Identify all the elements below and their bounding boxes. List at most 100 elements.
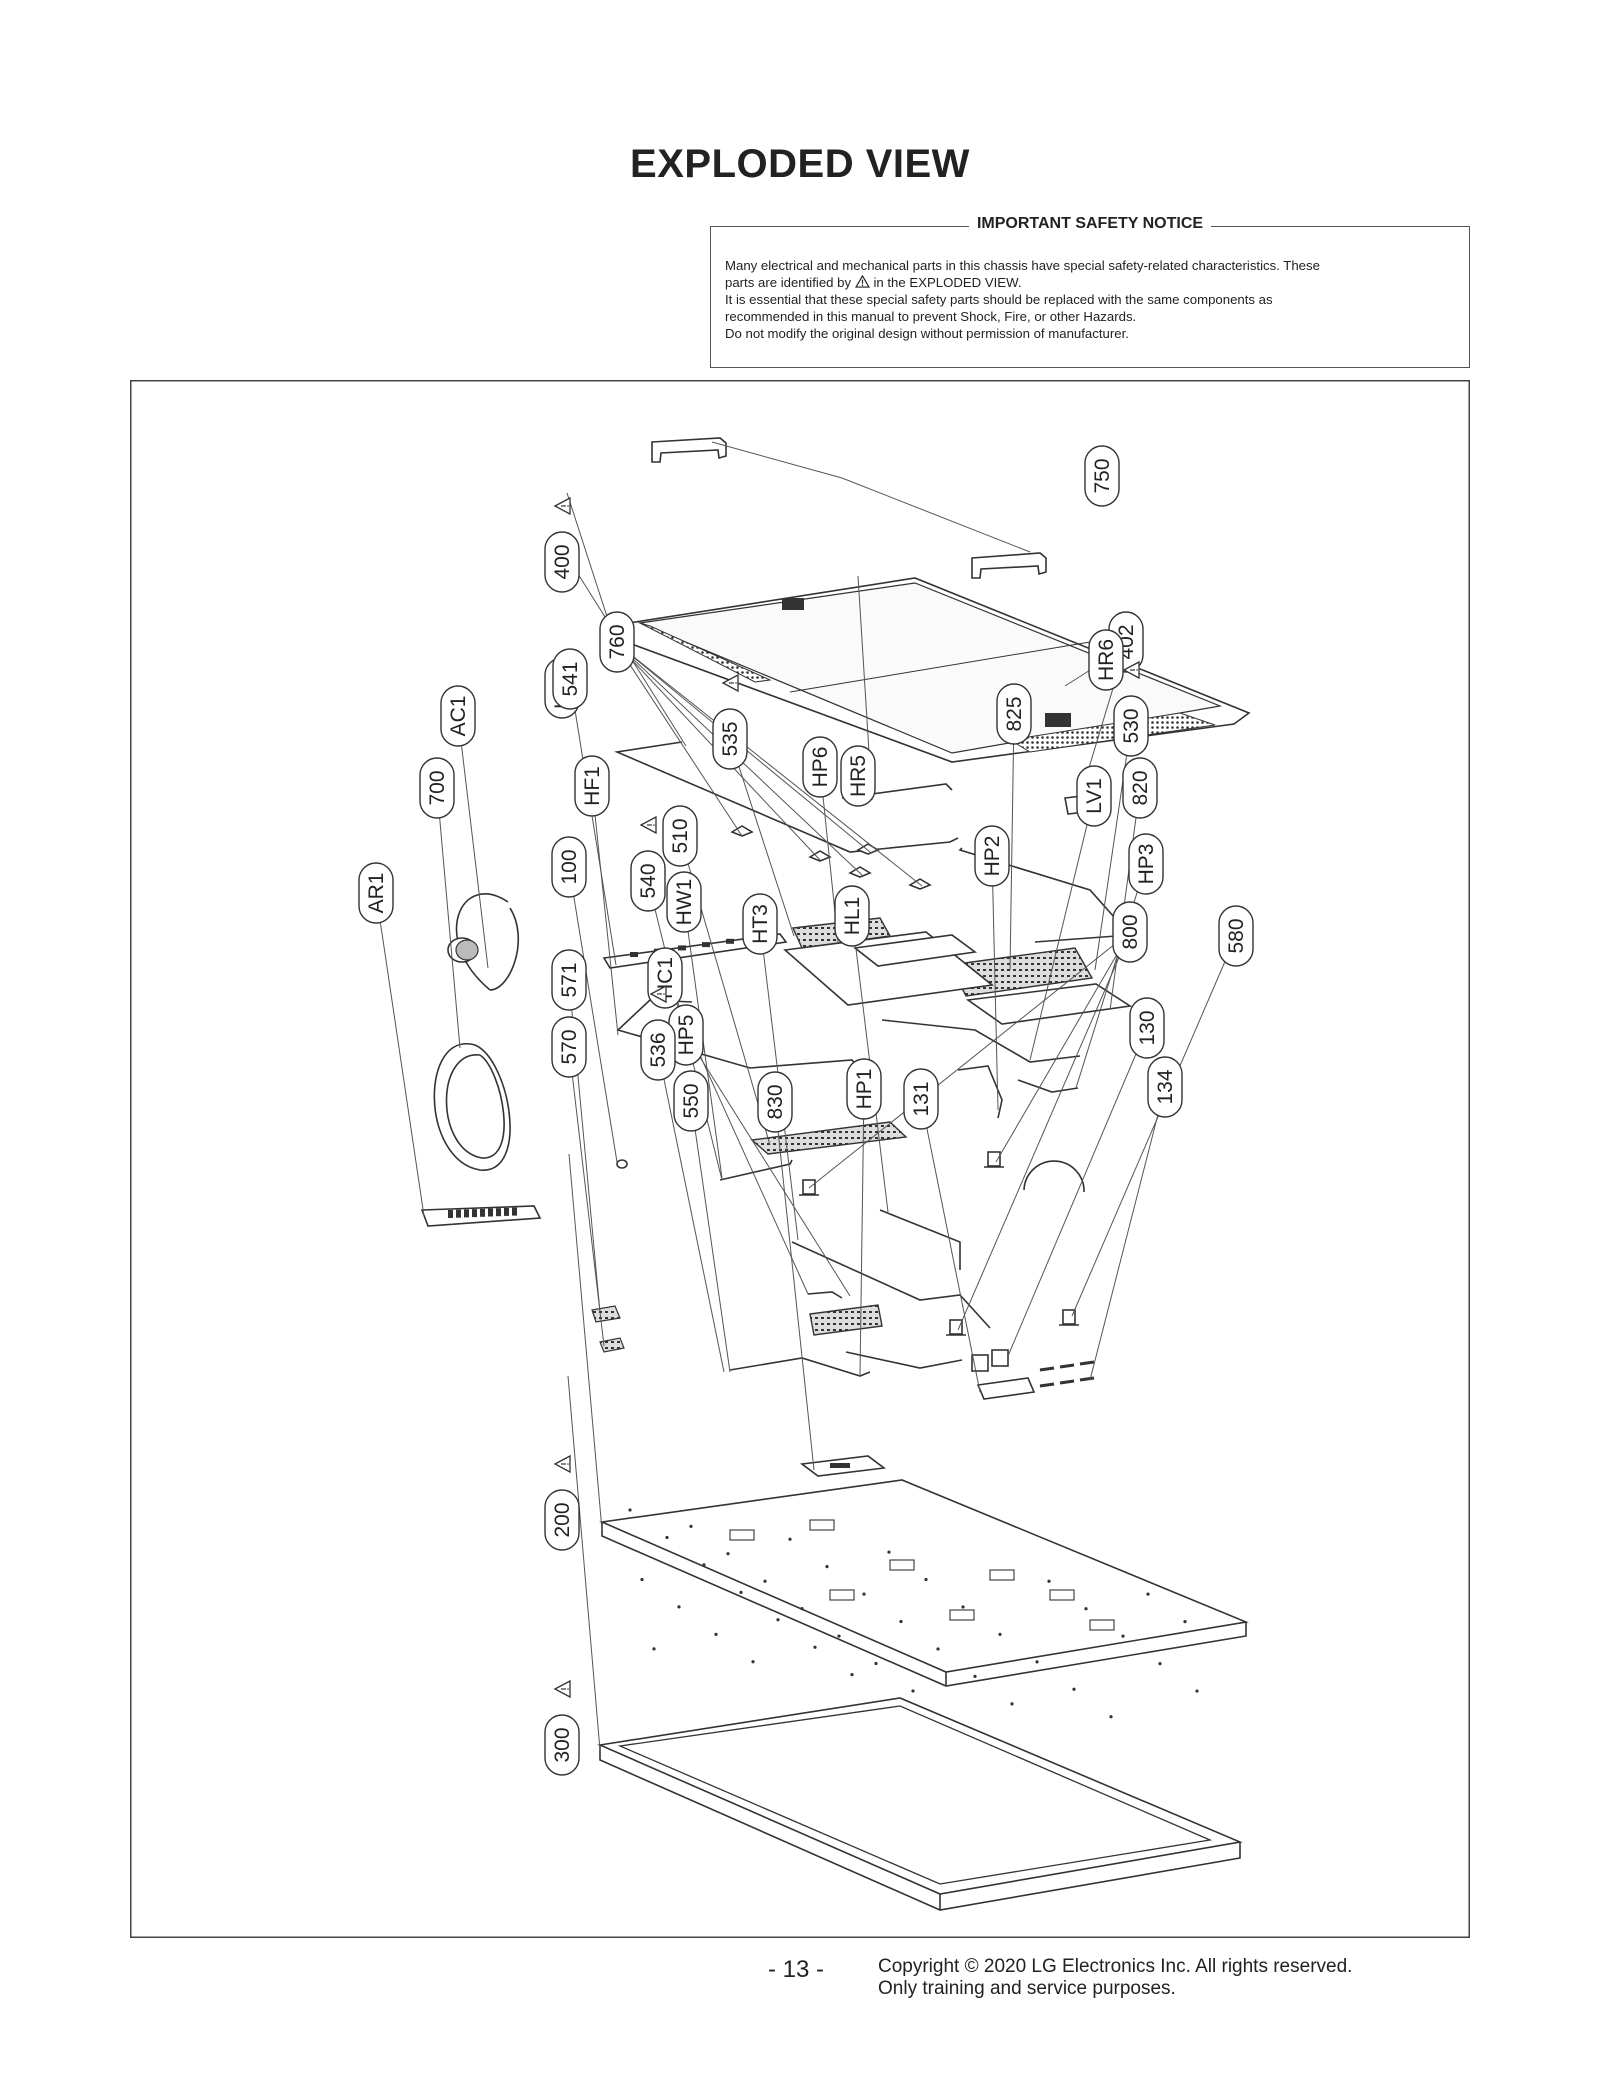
pad-134 bbox=[1079, 1376, 1095, 1382]
leader-line bbox=[808, 931, 1131, 1189]
leader-line bbox=[995, 931, 1131, 1163]
part-label-hp5: HP5 bbox=[668, 1004, 704, 1066]
notice-line-2: parts are identified by in the EXPLODED … bbox=[725, 274, 1455, 291]
part-label-oval bbox=[834, 885, 870, 947]
leader-line bbox=[957, 931, 1131, 1331]
part-label-200: 200 bbox=[544, 1489, 580, 1551]
leader-line bbox=[920, 1098, 981, 1393]
chassis-screw bbox=[887, 1550, 891, 1554]
speaker-130 bbox=[971, 1354, 989, 1372]
part-label-hp1: HP1 bbox=[846, 1058, 882, 1120]
part-label-text: 100 bbox=[558, 849, 581, 884]
notice-line-1: Many electrical and mechanical parts in … bbox=[725, 258, 1320, 273]
chassis-screw bbox=[862, 1592, 866, 1596]
part-label-oval bbox=[840, 745, 876, 807]
warning-triangle-icon bbox=[721, 673, 739, 693]
part-label-oval bbox=[974, 825, 1010, 887]
cable-hr7 bbox=[614, 741, 959, 853]
notice-line-2a: parts are identified by bbox=[725, 275, 852, 290]
chassis-screw bbox=[936, 1647, 940, 1651]
chassis-screw bbox=[640, 1577, 644, 1582]
part-label-text: 541 bbox=[559, 661, 582, 696]
notice-line-4: recommended in this manual to prevent Sh… bbox=[725, 309, 1137, 324]
diagram-frame bbox=[130, 380, 1470, 1938]
part-label-830: 830 bbox=[757, 1071, 793, 1133]
remote-button bbox=[488, 1208, 493, 1217]
leader-line bbox=[457, 715, 489, 969]
pcb-510 bbox=[750, 1121, 908, 1155]
leader-line bbox=[568, 1153, 603, 1531]
part-label-536: 536 bbox=[640, 1019, 676, 1081]
part-label-oval bbox=[599, 611, 635, 673]
part-label-oval bbox=[757, 1071, 793, 1133]
chassis-screw bbox=[1195, 1689, 1199, 1693]
bracket-slot bbox=[726, 938, 734, 944]
part-label-300: 300 bbox=[544, 1714, 580, 1776]
part-label-text: HP6 bbox=[809, 747, 832, 788]
leader-line bbox=[859, 1088, 865, 1377]
part-label-text: HW1 bbox=[673, 879, 696, 926]
part-label-oval bbox=[1122, 757, 1158, 819]
pad-134 bbox=[1039, 1366, 1055, 1372]
bezel-inner bbox=[617, 1705, 1213, 1885]
part-label-oval bbox=[574, 755, 610, 817]
part-label-oval bbox=[551, 949, 587, 1011]
chassis-screw bbox=[628, 1508, 632, 1512]
part-label-400: 400 bbox=[544, 531, 580, 593]
pcb-536 bbox=[809, 1304, 883, 1336]
sheet-820 bbox=[965, 983, 1133, 1025]
part-label-text: 750 bbox=[1091, 458, 1114, 493]
warning-triangle-icon bbox=[649, 984, 667, 1004]
standoff-800 bbox=[987, 1151, 1001, 1167]
leader-line bbox=[991, 855, 999, 1111]
cover-label bbox=[1045, 713, 1071, 727]
part-label-oval bbox=[1112, 901, 1148, 963]
part-label-text: 760 bbox=[606, 624, 629, 659]
part-label-580: 580 bbox=[1218, 905, 1254, 967]
remote-button bbox=[512, 1207, 517, 1216]
remote-button bbox=[480, 1208, 485, 1217]
cable-hr6 bbox=[958, 847, 1132, 943]
chassis-cutout bbox=[809, 1519, 835, 1531]
warning-triangle-icon bbox=[553, 496, 571, 516]
safety-notice-title: IMPORTANT SAFETY NOTICE bbox=[968, 215, 1212, 233]
chassis-screw bbox=[973, 1674, 977, 1678]
exploded-view-diagram: 750400HR7HR5402760HR6541AC1825530535HP68… bbox=[130, 380, 1470, 1938]
standoff-800 bbox=[949, 1319, 963, 1335]
part-label-hl1: HL1 bbox=[834, 885, 870, 947]
part-label-oval bbox=[1128, 833, 1164, 895]
chassis-screw bbox=[1158, 1662, 1162, 1666]
part-label-oval bbox=[1076, 765, 1112, 827]
chassis-screw bbox=[739, 1590, 743, 1594]
leader-line bbox=[657, 1049, 725, 1373]
chassis-screw bbox=[1146, 1592, 1150, 1596]
part-label-text: 540 bbox=[637, 863, 660, 898]
chassis-screw bbox=[1072, 1687, 1076, 1691]
grille-left bbox=[639, 622, 772, 683]
part-label-570: 570 bbox=[551, 1016, 587, 1078]
cover-label bbox=[782, 598, 804, 610]
part-label-134: 134 bbox=[1147, 1056, 1183, 1118]
cable-hp2 bbox=[957, 1065, 1003, 1119]
part-label-text: 536 bbox=[647, 1032, 670, 1067]
chassis-screw bbox=[714, 1632, 718, 1636]
leader-line bbox=[1071, 935, 1237, 1317]
cable-hw1 bbox=[719, 1159, 793, 1181]
chassis-screw bbox=[776, 1618, 780, 1622]
diagram-canvas: 750400HR7HR5402760HR6541AC1825530535HP68… bbox=[130, 380, 1470, 1938]
chassis-cutout bbox=[889, 1559, 915, 1571]
warning-dot bbox=[1136, 669, 1138, 671]
handle-part bbox=[971, 552, 1047, 579]
safety-notice-body: Many electrical and mechanical parts in … bbox=[725, 257, 1455, 342]
part-label-oval bbox=[903, 1068, 939, 1130]
part-label-oval bbox=[544, 1489, 580, 1551]
part-label-text: 570 bbox=[558, 1029, 581, 1064]
chassis-cutout bbox=[729, 1529, 755, 1541]
part-label-oval bbox=[1129, 997, 1165, 1059]
clip-760 bbox=[730, 825, 754, 837]
chassis-screw bbox=[788, 1537, 792, 1541]
warning-dot bbox=[567, 1463, 569, 1465]
part-label-535: 535 bbox=[712, 708, 748, 770]
chassis-screw bbox=[1121, 1634, 1125, 1638]
leader-line bbox=[685, 1034, 851, 1297]
